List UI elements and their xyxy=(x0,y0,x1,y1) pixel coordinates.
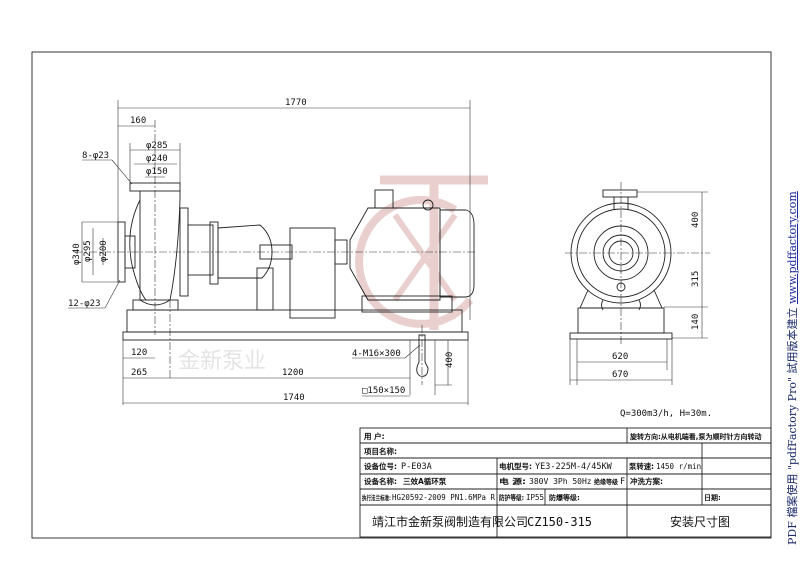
dim-265: 265 xyxy=(131,368,147,378)
dim-120: 120 xyxy=(131,348,147,358)
drawing-title: 安装尺寸图 xyxy=(670,514,730,529)
pdf-watermark: PDF 檔案使用 "pdfFactory Pro" 試用版本建立 www.pdf… xyxy=(784,191,800,545)
flange-label: 执行法兰标准: xyxy=(362,493,391,502)
power-value: 380V 3Ph 50Hz xyxy=(529,477,592,486)
pdf-watermark-text: PDF 檔案使用 "pdfFactory Pro" 試用版本建立 xyxy=(786,307,799,545)
protection-label: 防护等级: xyxy=(499,493,524,502)
dim-inlet-flange-od: φ340 xyxy=(72,243,82,265)
insulation-value: F xyxy=(620,477,625,487)
flush-label: 冲洗方案: xyxy=(630,476,663,486)
dim-outlet-bolt-circle: φ240 xyxy=(146,154,168,164)
watermark-logo: 金新泵业 xyxy=(178,175,488,374)
company-name: 靖江市金新泵阀制造有限公司 xyxy=(372,514,528,529)
watermark-text: 金新泵业 xyxy=(178,349,266,374)
drawing-frame xyxy=(31,51,772,539)
speed-value: 1450 r/min xyxy=(656,462,701,471)
dim-base-height: 140 xyxy=(691,314,701,330)
speed-label: 泵转速: xyxy=(629,461,654,471)
dim-anchor-bolts: 4-M16×300 xyxy=(352,349,401,359)
rotation-direction: 旋转方向:从电机端看,泵为顺时针方向转动 xyxy=(629,432,761,441)
dim-outlet-offset: 160 xyxy=(130,116,146,126)
dim-inlet-bolts: 12-φ23 xyxy=(68,299,101,309)
date-label: 日期: xyxy=(704,493,721,502)
name-value: 三效A循环泵 xyxy=(403,476,447,486)
dim-bolt-spacing: 620 xyxy=(612,352,628,362)
dim-outlet-bore: φ150 xyxy=(146,167,168,177)
front-view: 1770 160 φ285 φ240 φ150 8-φ23 φ340 φ295 … xyxy=(68,98,475,405)
dim-outlet-flange-od: φ285 xyxy=(146,141,168,151)
anchor-bolt xyxy=(416,334,429,377)
dim-overall-length: 1770 xyxy=(285,98,307,108)
insulation-label: 绝缘等级 xyxy=(594,477,618,486)
dim-base-length: 1740 xyxy=(283,393,305,403)
dim-base-width: 670 xyxy=(612,370,628,380)
dim-anchor-depth: 400 xyxy=(445,352,455,368)
dim-center-height: 315 xyxy=(691,271,701,287)
title-block: 用 户: 旋转方向:从电机端看,泵为顺时针方向转动 项目名称: 设备位号: P-… xyxy=(359,427,772,538)
dim-inlet-bolt-circle: φ295 xyxy=(83,240,93,262)
pdf-watermark-link[interactable]: www.pdffactory.com xyxy=(786,191,799,304)
protection-value: IP55 xyxy=(526,493,544,502)
dim-anchor-pocket: □150×150 xyxy=(362,386,405,396)
dim-1200: 1200 xyxy=(282,368,304,378)
tag-value: P-E03A xyxy=(401,462,432,472)
flange-value: HG20592-2009 PN1.6MPa R xyxy=(392,493,495,502)
name-label: 设备名称: xyxy=(364,476,397,486)
explosion-label: 防爆等级: xyxy=(549,493,580,502)
performance-note: Q=300m3/h, H=30m. xyxy=(620,409,712,419)
dim-height-upper: 400 xyxy=(691,212,701,228)
tag-label: 设备位号: xyxy=(364,461,397,471)
user-label: 用 户: xyxy=(364,431,385,441)
power-label: 电 源: xyxy=(499,476,526,486)
motor-label: 电机型号: xyxy=(499,461,532,471)
dim-outlet-bolts: 8-φ23 xyxy=(82,151,109,161)
dim-inlet-bore: φ200 xyxy=(99,240,109,262)
side-view: 620 670 400 315 140 Q=300m3/h, H=30m. xyxy=(565,182,712,419)
model-number: CZ150-315 xyxy=(527,515,592,529)
motor-value: YE3-225M-4/45KW xyxy=(535,462,613,472)
project-label: 项目名称: xyxy=(364,446,397,456)
